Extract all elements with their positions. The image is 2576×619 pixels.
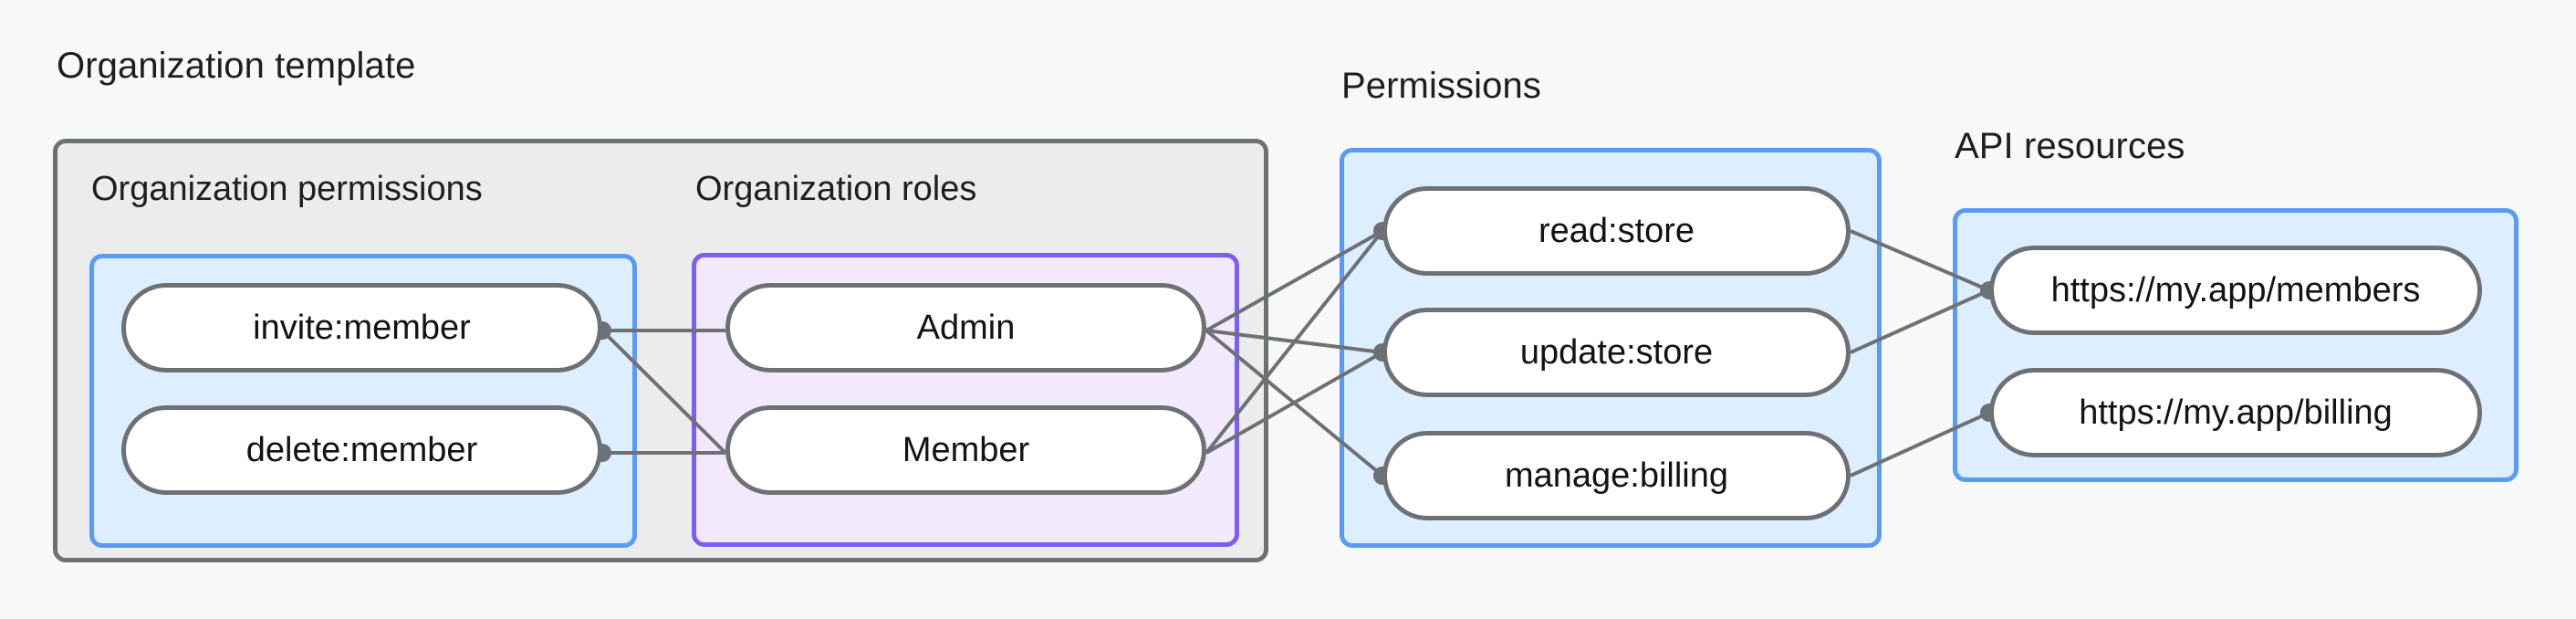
node-api-resource-members[interactable]: https://my.app/members — [1989, 246, 2482, 335]
group-title-permissions: Permissions — [1341, 66, 1541, 106]
node-invite-member[interactable]: invite:member — [121, 283, 602, 372]
node-delete-member[interactable]: delete:member — [121, 405, 602, 495]
subgroup-title-organization-permissions: Organization permissions — [91, 170, 483, 208]
node-api-resource-billing[interactable]: https://my.app/billing — [1989, 368, 2482, 457]
group-title-organization-template: Organization template — [57, 46, 416, 86]
node-admin[interactable]: Admin — [725, 283, 1206, 372]
group-title-api-resources: API resources — [1955, 126, 2185, 166]
node-manage-billing[interactable]: manage:billing — [1382, 431, 1851, 520]
node-member[interactable]: Member — [725, 405, 1206, 495]
subgroup-title-organization-roles: Organization roles — [695, 170, 977, 208]
node-update-store[interactable]: update:store — [1382, 308, 1851, 397]
node-read-store[interactable]: read:store — [1382, 186, 1851, 276]
